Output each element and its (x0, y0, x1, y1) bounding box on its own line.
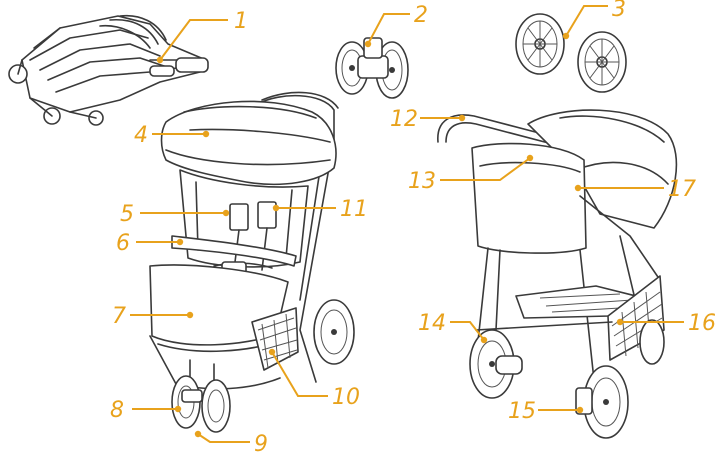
callout-9: 9 (254, 432, 268, 457)
callout-17: 17 (668, 177, 696, 202)
callout-14: 14 (418, 311, 446, 336)
leader-lines (130, 5, 684, 443)
callout-5: 5 (120, 202, 134, 227)
folded-stroller-illustration (8, 14, 209, 126)
callout-16: 16 (688, 311, 716, 336)
callout-10: 10 (332, 385, 360, 410)
callout-13: 13 (408, 169, 436, 194)
stroller-rear-view-illustration (437, 109, 678, 439)
stroller-front-view-illustration (149, 91, 355, 433)
callout-15: 15 (508, 399, 536, 424)
callout-4: 4 (134, 123, 148, 148)
callout-3: 3 (612, 0, 626, 22)
callout-1: 1 (234, 9, 248, 34)
rear-wheels-illustration (515, 13, 627, 93)
callout-6: 6 (116, 231, 130, 256)
callout-11: 11 (340, 197, 368, 222)
leader-dots (156, 32, 624, 438)
callout-12: 12 (390, 107, 418, 132)
callout-7: 7 (112, 304, 126, 329)
callout-8: 8 (110, 398, 124, 423)
callout-labels: 1 2 3 4 5 6 7 8 9 10 11 12 13 14 15 16 1… (110, 0, 716, 457)
callout-2: 2 (414, 3, 428, 28)
front-wheel-assembly-illustration (335, 37, 409, 99)
